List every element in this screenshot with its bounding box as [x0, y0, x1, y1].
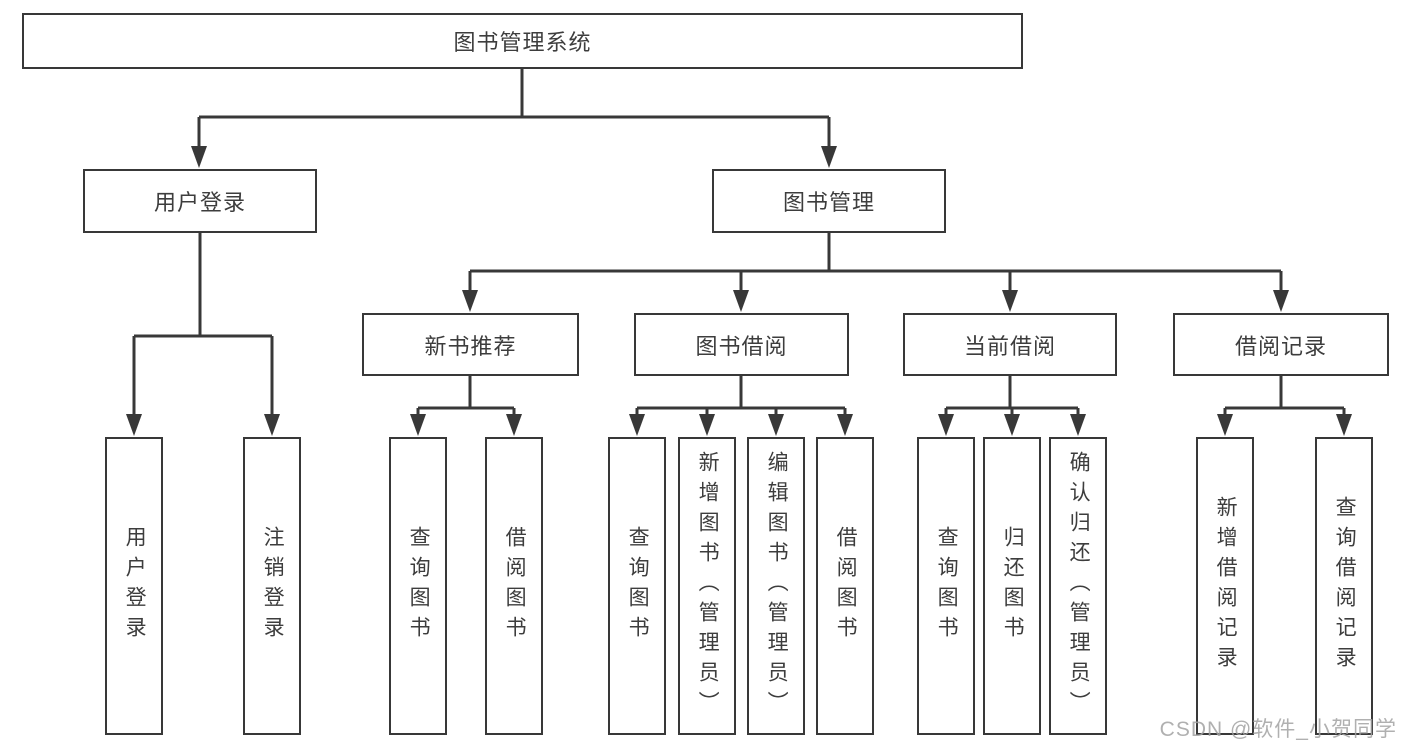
leaf-query-books-recommend: 查询图书 — [389, 437, 447, 735]
arrowhead — [126, 414, 142, 436]
node-book-management: 图书管理 — [712, 169, 946, 233]
arrowhead — [1217, 414, 1233, 436]
leaf-add-book-admin: 新增图书（管理员） — [678, 437, 736, 735]
node-book-borrowing: 图书借阅 — [634, 313, 849, 376]
leaf-query-books-borrow: 查询图书 — [608, 437, 666, 735]
node-new-book-recommend: 新书推荐 — [362, 313, 579, 376]
node-library-system: 图书管理系统 — [22, 13, 1023, 69]
arrowhead — [410, 414, 426, 436]
arrowhead — [938, 414, 954, 436]
arrowhead — [1002, 290, 1018, 312]
leaf-borrow-books: 借阅图书 — [816, 437, 874, 735]
arrowhead — [462, 290, 478, 312]
leaf-query-borrow-record-label: 查询借阅记录 — [1333, 496, 1357, 676]
node-user-login-label: 用户登录 — [153, 190, 246, 215]
arrowhead — [191, 146, 207, 168]
leaf-confirm-return-admin-label: 确认归还（管理员） — [1067, 451, 1091, 721]
leaf-borrow-books-recommend-label: 借阅图书 — [503, 526, 527, 646]
leaf-user-login-label: 用户登录 — [123, 526, 147, 646]
leaf-add-borrow-record-label: 新增借阅记录 — [1214, 496, 1238, 676]
leaf-logout-label: 注销登录 — [261, 526, 285, 646]
leaf-edit-book-admin: 编辑图书（管理员） — [747, 437, 805, 735]
arrowhead — [699, 414, 715, 436]
leaf-query-books-borrow-label: 查询图书 — [626, 526, 650, 646]
arrowhead — [1070, 414, 1086, 436]
node-book-management-label: 图书管理 — [782, 190, 875, 215]
arrowhead — [768, 414, 784, 436]
node-book-borrowing-label: 图书借阅 — [695, 333, 788, 359]
node-new-book-recommend-label: 新书推荐 — [424, 333, 517, 359]
csdn-watermark: CSDN @软件_小贺同学 — [1159, 718, 1397, 741]
arrowhead — [1336, 414, 1352, 436]
leaf-query-books-recommend-label: 查询图书 — [407, 526, 431, 646]
node-library-system-label: 图书管理系统 — [453, 30, 592, 55]
arrowhead — [264, 414, 280, 436]
node-borrowing-records: 借阅记录 — [1173, 313, 1389, 376]
leaf-user-login: 用户登录 — [105, 437, 163, 735]
leaf-add-borrow-record: 新增借阅记录 — [1196, 437, 1254, 735]
node-current-borrowing: 当前借阅 — [903, 313, 1117, 376]
node-user-login: 用户登录 — [83, 169, 317, 233]
leaf-query-books-current: 查询图书 — [917, 437, 975, 735]
arrowhead — [629, 414, 645, 436]
arrowhead — [506, 414, 522, 436]
node-borrowing-records-label: 借阅记录 — [1234, 333, 1327, 359]
arrowhead — [733, 290, 749, 312]
arrowhead — [837, 414, 853, 436]
leaf-query-borrow-record: 查询借阅记录 — [1315, 437, 1373, 735]
leaf-edit-book-admin-label: 编辑图书（管理员） — [765, 451, 789, 721]
arrowhead — [1004, 414, 1020, 436]
node-current-borrowing-label: 当前借阅 — [963, 333, 1056, 359]
leaf-logout: 注销登录 — [243, 437, 301, 735]
leaf-add-book-admin-label: 新增图书（管理员） — [696, 451, 720, 721]
arrowhead — [1273, 290, 1289, 312]
leaf-confirm-return-admin: 确认归还（管理员） — [1049, 437, 1107, 735]
leaf-return-books: 归还图书 — [983, 437, 1041, 735]
leaf-query-books-current-label: 查询图书 — [935, 526, 959, 646]
arrowhead — [821, 146, 837, 168]
leaf-return-books-label: 归还图书 — [1001, 526, 1025, 646]
leaf-borrow-books-label: 借阅图书 — [834, 526, 858, 646]
leaf-borrow-books-recommend: 借阅图书 — [485, 437, 543, 735]
